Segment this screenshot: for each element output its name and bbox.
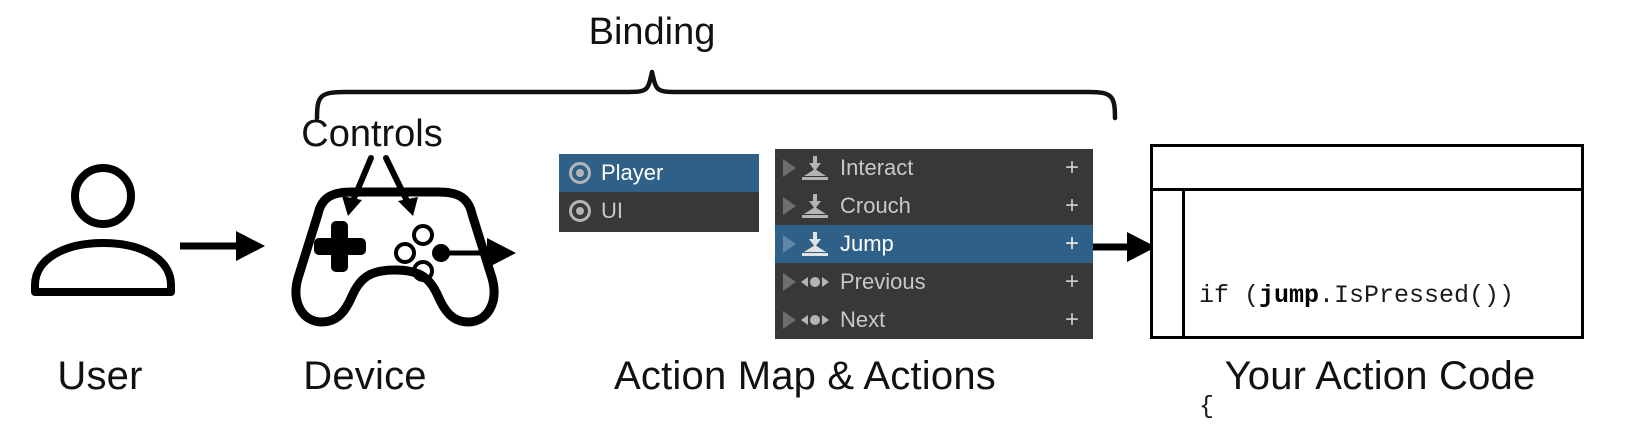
stage-caption-action-map-actions: Action Map & Actions <box>614 354 996 398</box>
action-map-panel[interactable]: Player UI <box>559 154 759 232</box>
action-map-ring-icon <box>569 162 591 184</box>
action-map-row-player[interactable]: Player <box>559 154 759 192</box>
foldout-triangle-icon[interactable] <box>783 235 796 253</box>
action-row-crouch[interactable]: Crouch + <box>775 187 1093 225</box>
arrow-right-icon <box>441 238 516 268</box>
action-row-interact[interactable]: Interact + <box>775 149 1093 187</box>
code-editor-text[interactable]: if (jump.IsPressed()) { // your code } <box>1199 203 1514 434</box>
code-line-1: if (jump.IsPressed()) <box>1199 281 1515 310</box>
foldout-triangle-icon[interactable] <box>783 159 796 177</box>
action-row-jump[interactable]: Jump + <box>775 225 1093 263</box>
action-map-ring-icon <box>569 200 591 222</box>
axis-action-icon <box>800 307 830 333</box>
arrow-right-icon <box>180 231 265 261</box>
foldout-triangle-icon[interactable] <box>783 273 796 291</box>
axis-action-icon <box>800 269 830 295</box>
action-label: Crouch <box>840 193 911 218</box>
action-row-next[interactable]: Next + <box>775 301 1093 339</box>
action-label: Jump <box>840 231 894 256</box>
stage-caption-your-action-code: Your Action Code <box>1224 354 1536 398</box>
stage-caption-device: Device <box>303 354 427 398</box>
button-action-icon <box>800 193 830 219</box>
action-map-label: Player <box>601 160 664 185</box>
add-binding-button[interactable]: + <box>1064 192 1079 219</box>
action-label: Previous <box>840 269 926 294</box>
action-row-previous[interactable]: Previous + <box>775 263 1093 301</box>
stage-caption-user: User <box>57 354 143 398</box>
brace-label-binding: Binding <box>588 11 716 53</box>
code-window: if (jump.IsPressed()) { // your code } <box>1150 144 1584 421</box>
brace-label-controls: Controls <box>301 113 443 155</box>
arrow-down-right-icon <box>383 155 418 216</box>
action-map-row-ui[interactable]: UI <box>559 192 759 230</box>
action-map-label: UI <box>601 198 623 223</box>
dpad-icon <box>314 221 366 272</box>
button-action-icon <box>800 155 830 181</box>
code-window-titlebar <box>1153 147 1581 191</box>
face-buttons-icon <box>394 224 450 282</box>
action-label: Next <box>840 307 886 332</box>
actions-panel[interactable]: Interact + Crouch + <box>775 149 1093 339</box>
add-binding-button[interactable]: + <box>1064 154 1079 181</box>
add-binding-button[interactable]: + <box>1064 268 1079 295</box>
gamepad-controller-icon <box>291 187 499 327</box>
arrow-down-left-icon <box>342 155 374 216</box>
button-action-icon <box>800 231 830 257</box>
foldout-triangle-icon[interactable] <box>783 197 796 215</box>
add-binding-button[interactable]: + <box>1064 306 1079 333</box>
code-line-2: { <box>1199 392 1215 421</box>
foldout-triangle-icon[interactable] <box>783 311 796 329</box>
user-person-icon <box>31 164 175 296</box>
action-label: Interact <box>840 155 914 180</box>
add-binding-button[interactable]: + <box>1064 230 1079 257</box>
code-window-gutter <box>1153 191 1185 336</box>
